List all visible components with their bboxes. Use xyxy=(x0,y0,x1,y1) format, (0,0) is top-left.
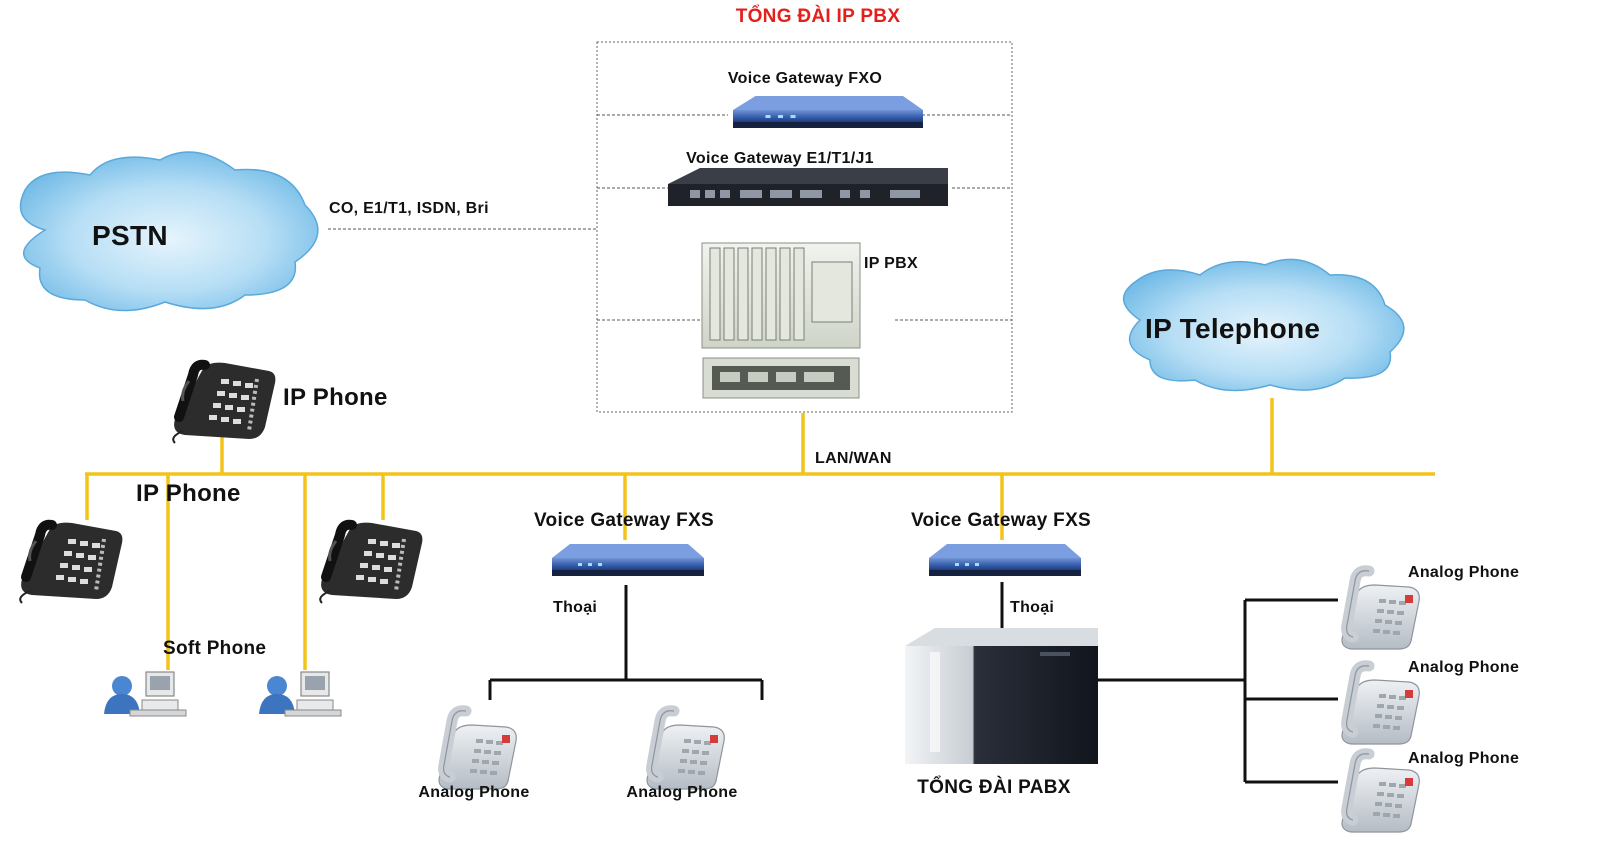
voice-gateway-e1-device xyxy=(668,168,948,206)
soft-phone-label: Soft Phone xyxy=(163,638,267,659)
voice-gateway-fxs-right-device xyxy=(929,544,1081,576)
gateway-e1-label: Voice Gateway E1/T1/J1 xyxy=(686,150,874,167)
ip-phone-top-icon xyxy=(173,363,275,443)
ip-pbx-label: IP PBX xyxy=(864,255,918,272)
thoai-right-label: Thoại xyxy=(1010,599,1055,616)
gateway-fxs-left-label: Voice Gateway FXS xyxy=(533,510,715,531)
lan-wan-bus xyxy=(85,398,1435,670)
gateway-fxo-label: Voice Gateway FXO xyxy=(727,70,883,87)
pbx-internal-links xyxy=(328,114,1012,321)
pstn-trunk-label: CO, E1/T1, ISDN, Bri xyxy=(329,200,489,217)
pabx-device xyxy=(905,628,1098,764)
voice-gateway-fxs-left-device xyxy=(552,544,704,576)
diagram-title: TỔNG ĐÀI IP PBX xyxy=(735,6,901,27)
analog-phone-left-1-label: Analog Phone xyxy=(418,784,530,801)
analog-phone-right-2-icon xyxy=(1342,666,1419,744)
ip-pbx-device xyxy=(701,242,861,399)
soft-phone-left-icon xyxy=(103,671,187,717)
soft-phone-right-icon xyxy=(258,671,342,717)
analog-phone-right-3-label: Analog Phone xyxy=(1408,750,1520,767)
analog-lines xyxy=(488,582,1338,784)
pstn-cloud xyxy=(19,151,319,312)
ip-phone-top-label: IP Phone xyxy=(283,384,388,411)
analog-phone-right-2-label: Analog Phone xyxy=(1408,659,1520,676)
gateway-fxs-right-label: Voice Gateway FXS xyxy=(910,510,1092,531)
analog-phone-left-2-label: Analog Phone xyxy=(626,784,738,801)
ip-phone-left-icon xyxy=(20,523,122,603)
voice-gateway-fxo-device xyxy=(733,96,923,128)
thoai-left-label: Thoại xyxy=(553,599,598,616)
lan-wan-label: LAN/WAN xyxy=(815,450,892,467)
analog-phone-right-1-icon xyxy=(1342,571,1419,649)
pstn-label: PSTN xyxy=(92,220,168,251)
pbx-container xyxy=(596,41,1013,413)
analog-phone-left-2-icon xyxy=(647,711,724,789)
ip-telephone-cloud xyxy=(1123,258,1405,392)
ip-phone-mid-label: IP Phone xyxy=(136,480,241,507)
analog-phone-left-1-icon xyxy=(439,711,516,789)
pabx-label: TỔNG ĐÀI PABX xyxy=(917,777,1071,798)
analog-phone-right-1-label: Analog Phone xyxy=(1408,564,1520,581)
ip-telephone-label: IP Telephone xyxy=(1145,313,1321,344)
ip-phone-right-icon xyxy=(320,523,422,603)
